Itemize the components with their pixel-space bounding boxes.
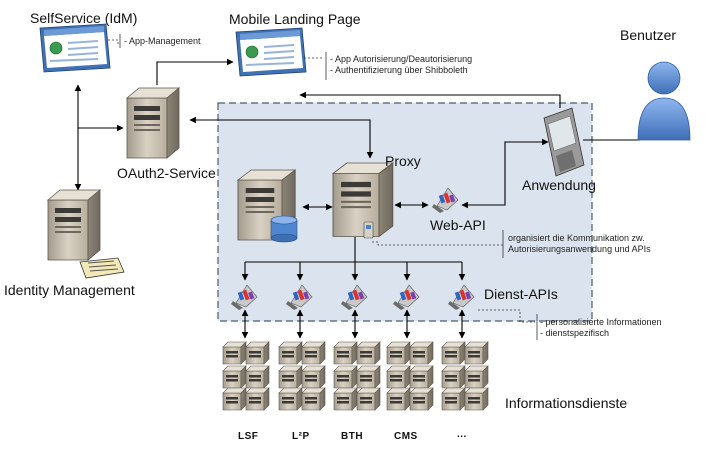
benutzer-label: Benutzer	[620, 27, 677, 43]
selfservice-note: - App-Management	[124, 36, 201, 46]
proxy-label: Proxy	[385, 153, 421, 169]
dienst-note-line: - personalisierte Informationen	[540, 317, 662, 327]
service-cluster-lsf	[222, 341, 270, 411]
dienst-note-line: - dienstspezifisch	[540, 328, 610, 338]
oauth2-server-icon	[126, 87, 180, 159]
identity-server-icon	[47, 189, 101, 261]
selfservice-label: SelfService (IdM)	[30, 10, 138, 26]
web-api-note-line: organisiert die Kommunikation zw.	[508, 233, 645, 243]
informationsdienste-label: Informationsdienste	[505, 395, 628, 411]
web-api-note-line: Autorisierungsanwendung und APIs	[508, 244, 651, 254]
service-cluster-l2p	[278, 341, 326, 411]
identity-management-label: Identity Management	[4, 282, 135, 298]
user-icon	[637, 61, 691, 141]
card-reader-small-icon	[363, 221, 374, 239]
web-api-label: Web-API	[430, 217, 486, 233]
mobile-note-line: - App Autorisierung/Deautorisierung	[330, 54, 473, 64]
service-cluster-bth	[333, 341, 381, 411]
dienst-note: - personalisierte Informationen - dienst…	[540, 317, 662, 339]
proxy-server-icon	[332, 162, 394, 238]
service-cluster-cms	[386, 341, 434, 411]
service-cluster-more	[441, 341, 489, 411]
web-api-note: organisiert die Kommunikation zw. Autori…	[508, 233, 651, 255]
dienst-apis-label: Dienst-APIs	[484, 286, 558, 302]
service-label-cms: CMS	[394, 431, 418, 442]
service-label-more: ...	[457, 429, 467, 440]
mobile-landing-browser-icon	[235, 27, 307, 77]
service-label-l2p: L²P	[292, 431, 310, 442]
selfservice-browser-icon	[39, 23, 111, 73]
mobile-phone-icon	[543, 107, 585, 177]
mobile-note: - App Autorisierung/Deautorisierung - Au…	[330, 54, 472, 76]
mobile-note-line: - Authentifizierung über Shibboleth	[330, 65, 468, 75]
oauth2-label: OAuth2-Service	[117, 165, 216, 181]
database-icon	[270, 215, 298, 243]
service-label-lsf: LSF	[238, 431, 259, 442]
anwendung-label: Anwendung	[522, 177, 596, 193]
card-reader-icon	[79, 257, 125, 279]
mobile-landing-label: Mobile Landing Page	[229, 11, 361, 27]
service-label-bth: BTH	[341, 431, 364, 442]
